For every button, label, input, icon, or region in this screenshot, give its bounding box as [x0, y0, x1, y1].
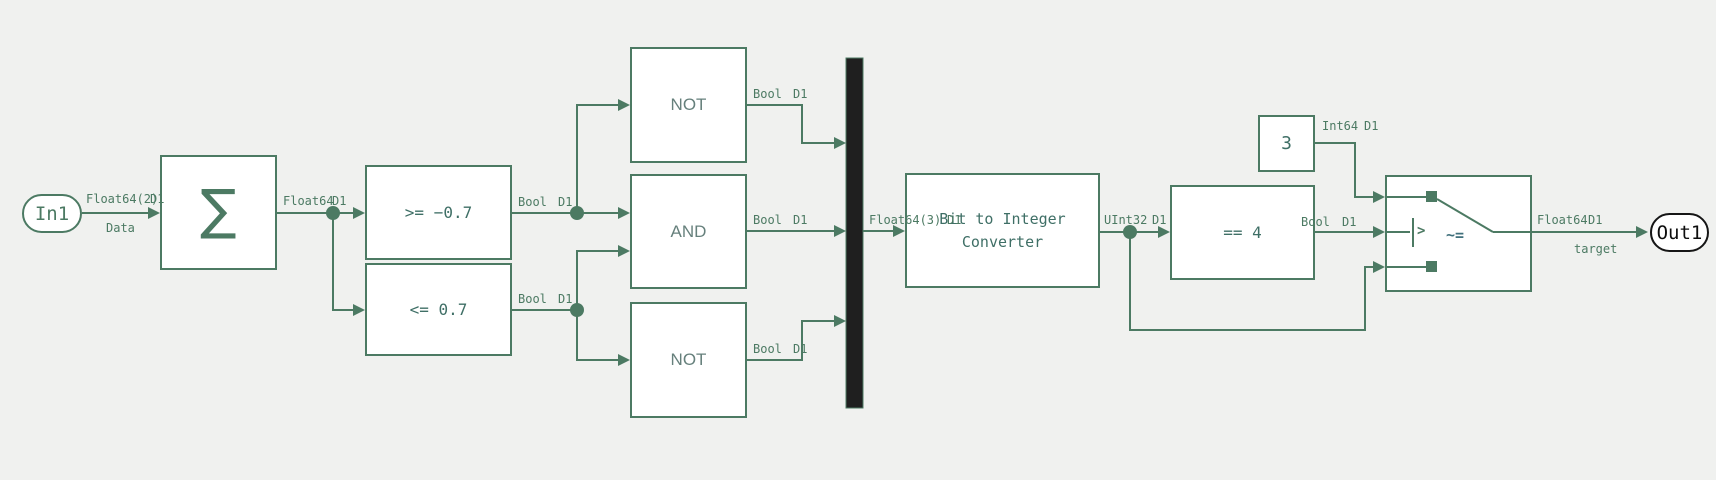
arrowhead-icon — [618, 99, 630, 111]
signal-type-label: Bool — [753, 87, 782, 101]
mux-block[interactable] — [845, 57, 864, 409]
inport-in1[interactable]: In1 — [22, 194, 82, 233]
wire-branch-to-and[interactable] — [576, 250, 619, 310]
signal-rate-label: D1 — [1588, 213, 1603, 227]
wire-branch-to-not-lower[interactable] — [576, 310, 619, 361]
signal-rate-label: D1 — [947, 213, 962, 227]
arrowhead-icon — [834, 225, 846, 237]
equals-four-label: == 4 — [1223, 223, 1262, 242]
arrowhead-icon — [618, 245, 630, 257]
arrowhead-icon — [1373, 226, 1385, 238]
wire-branch-to-not-upper[interactable] — [576, 104, 619, 213]
not-upper-label: NOT — [670, 95, 707, 114]
signal-rate-label: D1 — [1342, 215, 1357, 229]
signal-type-label: UInt32 — [1104, 213, 1148, 227]
signal-name-label[interactable]: Data — [106, 221, 135, 235]
signal-name-label[interactable]: target — [1574, 242, 1618, 256]
equals-four-block[interactable]: == 4 — [1170, 185, 1315, 280]
signal-rate-label: D1 — [332, 194, 347, 208]
signal-rate-label: D1 — [558, 195, 573, 209]
signal-type-label: Bool — [753, 213, 782, 227]
arrowhead-icon — [1373, 191, 1385, 203]
compare-upper-label: >= −0.7 — [404, 203, 473, 222]
signal-type-label: Bool — [518, 292, 547, 306]
not-upper-block[interactable]: NOT — [630, 47, 747, 163]
signal-type-label: Bool — [1301, 215, 1330, 229]
arrowhead-icon — [834, 137, 846, 149]
not-lower-label: NOT — [670, 350, 707, 369]
junction-dot — [1123, 225, 1137, 239]
outport-out1-label: Out1 — [1656, 221, 1703, 244]
and-block[interactable]: AND — [630, 174, 747, 289]
signal-type-label: Float64(3) — [869, 213, 942, 227]
wire-not-upper-to-mux[interactable] — [747, 104, 834, 144]
compare-lower-label: <= 0.7 — [409, 300, 468, 319]
signal-type-label: Float64 — [283, 194, 334, 208]
outport-out1[interactable]: Out1 — [1650, 213, 1709, 252]
signal-type-label: Float64 — [1537, 213, 1588, 227]
switch-criteria-label: ~= — [1446, 226, 1465, 244]
signal-rate-label: D1 — [793, 342, 808, 356]
arrowhead-icon — [1636, 226, 1648, 238]
signal-type-label: Int64 — [1322, 119, 1359, 133]
switch-threshold-icon: > — [1417, 223, 1426, 239]
arrowhead-icon — [353, 207, 365, 219]
arrowhead-icon — [834, 315, 846, 327]
sum-block[interactable]: ∑ — [160, 155, 277, 270]
sigma-icon: ∑ — [200, 177, 237, 241]
junction-dot — [326, 206, 340, 220]
signal-rate-label: D1 — [793, 87, 808, 101]
arrowhead-icon — [618, 354, 630, 366]
inport-in1-label: In1 — [34, 202, 70, 225]
signal-type-label: Bool — [753, 342, 782, 356]
signal-type-label: Float64(2) — [86, 192, 159, 206]
compare-lower-block[interactable]: <= 0.7 — [365, 263, 512, 356]
and-label: AND — [670, 221, 707, 241]
switch-block[interactable] — [1385, 175, 1532, 292]
wire-branch-to-compare-lower[interactable] — [332, 213, 354, 311]
signal-rate-label: D1 — [558, 292, 573, 306]
signal-rate-label: D1 — [793, 213, 808, 227]
signal-rate-label: D1 — [1152, 213, 1167, 227]
signal-type-label: Bool — [518, 195, 547, 209]
signal-rate-label: D1 — [1364, 119, 1379, 133]
arrowhead-icon — [618, 207, 630, 219]
arrowhead-icon — [1373, 261, 1385, 273]
arrowhead-icon — [148, 207, 160, 219]
arrowhead-icon — [353, 304, 365, 316]
constant-block[interactable]: 3 — [1258, 115, 1315, 172]
compare-upper-block[interactable]: >= −0.7 — [365, 165, 512, 260]
wire-constant-to-switch[interactable] — [1315, 142, 1374, 198]
constant-value-label: 3 — [1281, 133, 1292, 154]
not-lower-block[interactable]: NOT — [630, 302, 747, 418]
arrowhead-icon — [1158, 226, 1170, 238]
signal-rate-label: D1 — [150, 192, 165, 206]
